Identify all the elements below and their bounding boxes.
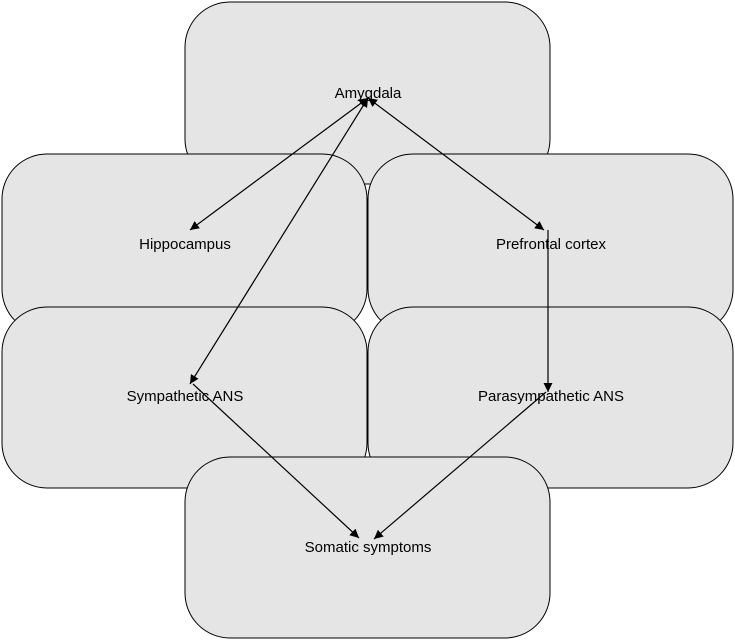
sympathetic-ans-label: Sympathetic ANS [127,388,244,405]
prefrontal-cortex-label: Prefrontal cortex [496,236,607,253]
parasympathetic-ans-label: Parasympathetic ANS [478,388,624,405]
edge-parasympathetic-ans-somatic-symptoms [373,391,547,540]
parasympathetic-ans-box [367,306,734,489]
somatic-symptoms-box [184,456,551,639]
somatic-symptoms-label: Somatic symptoms [305,539,432,556]
hippocampus-label: Hippocampus [139,236,231,253]
edge-amygdala-prefrontal-cortex [367,97,545,231]
amygdala-label: Amygdala [335,85,402,102]
edge-amygdala-sympathetic-ans [189,97,369,385]
edge-sympathetic-ans-somatic-symptoms [192,383,360,539]
